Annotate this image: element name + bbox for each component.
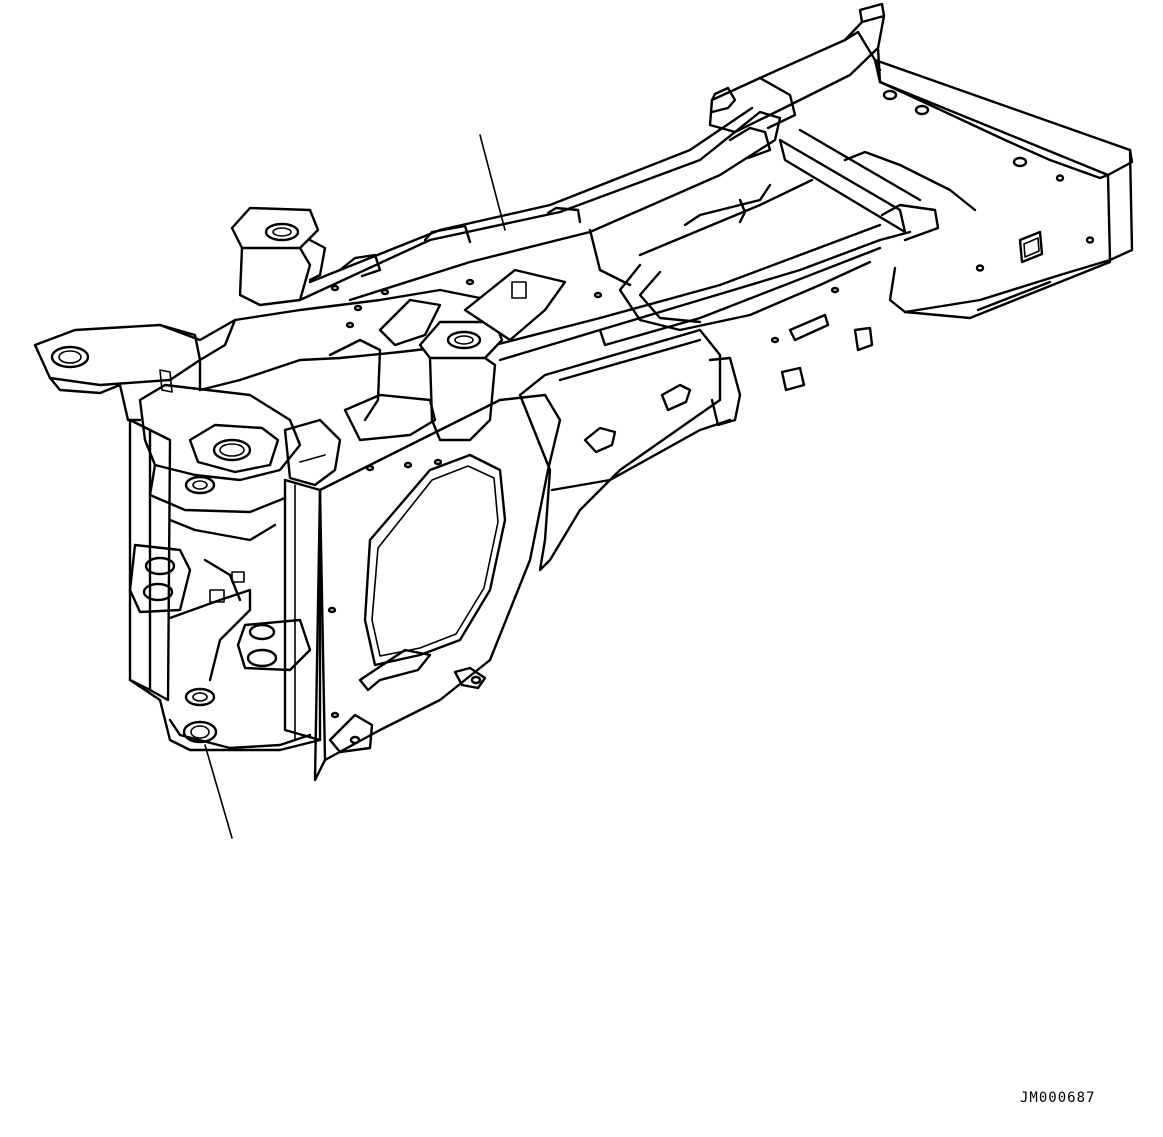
front-cross-member — [33, 206, 840, 719]
leader-line-upper — [479, 134, 506, 231]
drawing-reference-code: JM000687 — [1020, 1090, 1096, 1106]
mounting-tabs — [328, 648, 487, 754]
main-rails — [298, 106, 912, 362]
front-frame — [128, 313, 874, 782]
rear-frame — [708, 2, 1134, 320]
leader-line-lower — [204, 744, 233, 839]
